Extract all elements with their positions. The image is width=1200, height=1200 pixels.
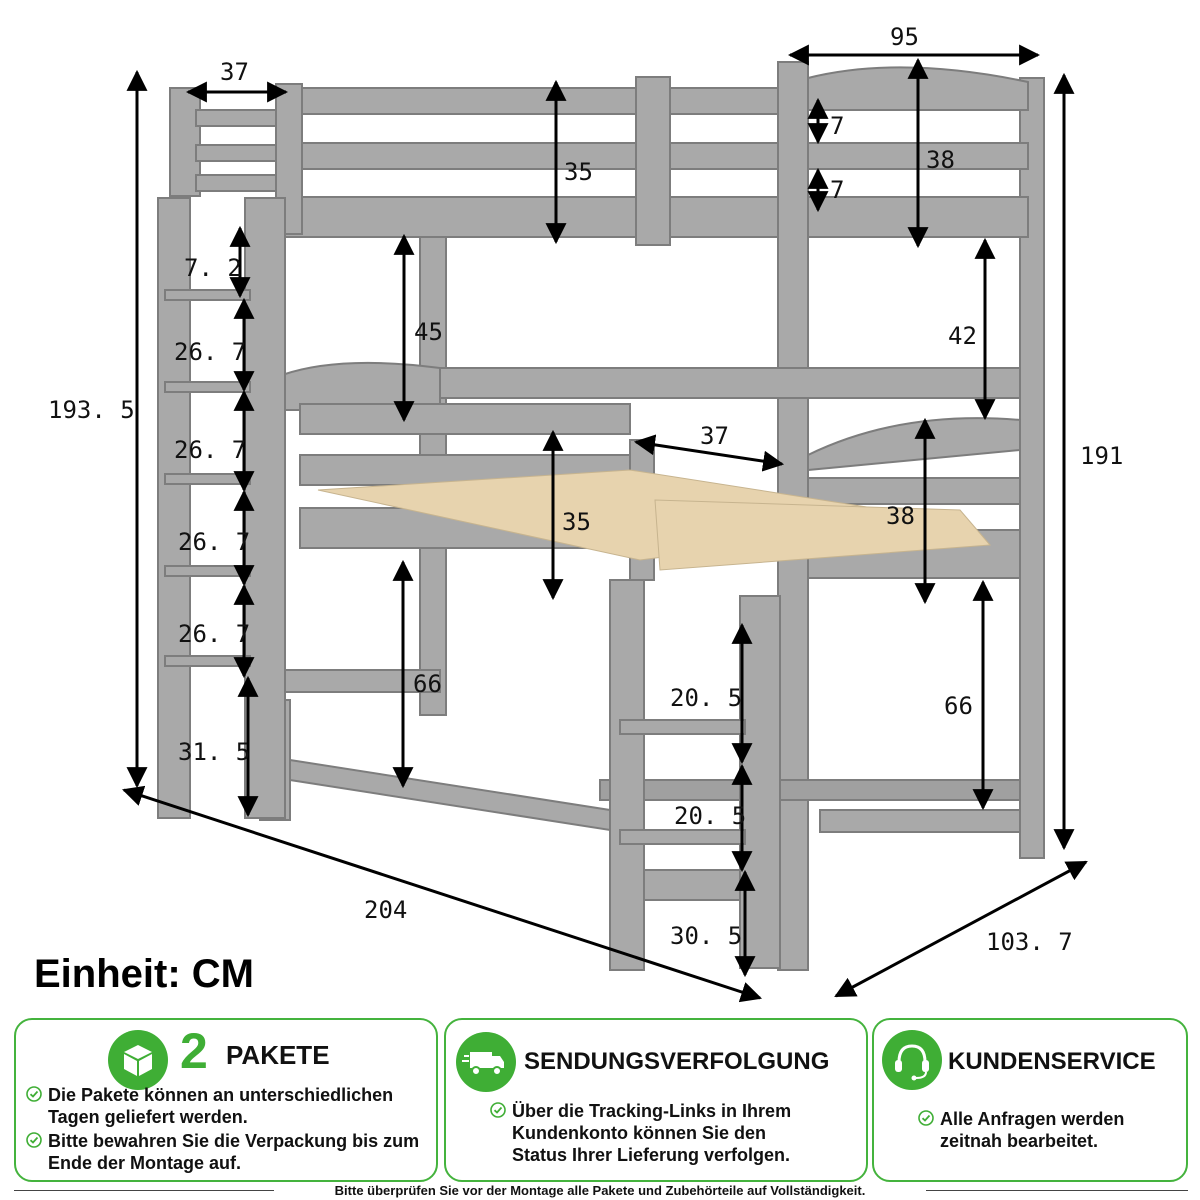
dim-top-guard-height: 38: [926, 146, 955, 174]
card-packages-title: PAKETE: [226, 1040, 330, 1070]
dim-ladder-step-2: 26. 7: [174, 436, 246, 464]
check-icon: [490, 1102, 506, 1118]
dim-total-height-right: 191: [1080, 442, 1123, 470]
dim-depth: 103. 7: [986, 928, 1073, 956]
dim-lower-clearance-front: 66: [413, 670, 442, 698]
dim-small-ladder-bottom: 30. 5: [670, 922, 742, 950]
top-rail-1: [301, 87, 781, 115]
dim-length: 204: [364, 896, 407, 924]
package-box-icon: [108, 1030, 168, 1090]
dim-small-ladder-step-2: 20. 5: [674, 802, 746, 830]
card-customer-service-list: Alle Anfragen werden zeitnah bearbeitet.: [918, 1108, 1158, 1154]
left-ladder-rail-back: [157, 197, 191, 819]
dimension-lines: [122, 44, 1088, 1003]
dim-top-guard-upper-gap: 7: [830, 112, 844, 140]
small-ladder-rail-left: [609, 579, 645, 971]
dim-middle-guard-height: 38: [886, 502, 915, 530]
dim-total-height-left: 193. 5: [48, 396, 135, 424]
delivery-truck-icon: [456, 1032, 516, 1092]
dim-top-guard-lower-gap: 7: [830, 176, 844, 204]
dim-ladder-step-4: 26. 7: [178, 620, 250, 648]
card-packages: 2 PAKETE Die Pakete können an unterschie…: [14, 1018, 438, 1182]
unit-label: Einheit: CM: [34, 952, 254, 996]
dim-top-front-rail: 35: [564, 158, 593, 186]
footer-divider-right: [926, 1190, 1188, 1191]
list-item: Bitte bewahren Sie die Verpackung bis zu…: [26, 1130, 432, 1174]
footer-divider-left: [14, 1190, 274, 1191]
dim-ladder-bottom: 31. 5: [178, 738, 250, 766]
top-side-board: [275, 196, 781, 238]
list-item: Alle Anfragen werden zeitnah bearbeitet.: [918, 1108, 1158, 1152]
footer-note: Bitte überprüfen Sie vor der Montage all…: [334, 1183, 866, 1198]
dim-ladder-top-gap: 7. 2: [184, 254, 242, 282]
card-tracking: SENDUNGSVERFOLGUNG Über die Tracking-Lin…: [444, 1018, 868, 1182]
dim-middle-ladder-width: 37: [700, 422, 729, 450]
dim-top-ladder-width: 37: [220, 58, 249, 86]
list-item: Über die Tracking-Links in Ihrem Kundenk…: [490, 1100, 810, 1166]
dim-ladder-step-3: 26. 7: [178, 528, 250, 556]
dim-small-ladder-step-1: 20. 5: [670, 684, 742, 712]
check-icon: [26, 1132, 42, 1148]
check-icon: [918, 1110, 934, 1126]
dim-top-clearance-back: 42: [948, 322, 977, 350]
dim-ladder-step-1: 26. 7: [174, 338, 246, 366]
card-packages-list: Die Pakete können an unterschiedlichen T…: [26, 1084, 432, 1176]
top-center-post: [635, 76, 671, 246]
bed-slats: [317, 469, 992, 571]
headset-icon: [882, 1030, 942, 1090]
top-rail-2: [301, 142, 781, 170]
dim-overall-width: 95: [890, 23, 919, 51]
dimension-labels: 37 95 7 38 7 35 7. 2 26. 7 26. 7 26. 7 2…: [48, 23, 1123, 956]
dim-lower-clearance-back: 66: [944, 692, 973, 720]
card-customer-service: KUNDENSERVICE Alle Anfragen werden zeitn…: [872, 1018, 1188, 1182]
bunk-bed-diagram: 37 95 7 38 7 35 7. 2 26. 7 26. 7 26. 7 2…: [48, 23, 1123, 1003]
card-tracking-title: SENDUNGSVERFOLGUNG: [524, 1048, 830, 1075]
dim-middle-front-rail: 35: [562, 508, 591, 536]
dim-top-clearance-front: 45: [414, 318, 443, 346]
list-item: Die Pakete können an unterschiedlichen T…: [26, 1084, 432, 1128]
check-icon: [26, 1086, 42, 1102]
card-customer-service-title: KUNDENSERVICE: [948, 1048, 1156, 1075]
package-count: 2: [180, 1023, 208, 1079]
card-tracking-list: Über die Tracking-Links in Ihrem Kundenk…: [490, 1100, 810, 1168]
back-right-post: [1019, 77, 1045, 859]
